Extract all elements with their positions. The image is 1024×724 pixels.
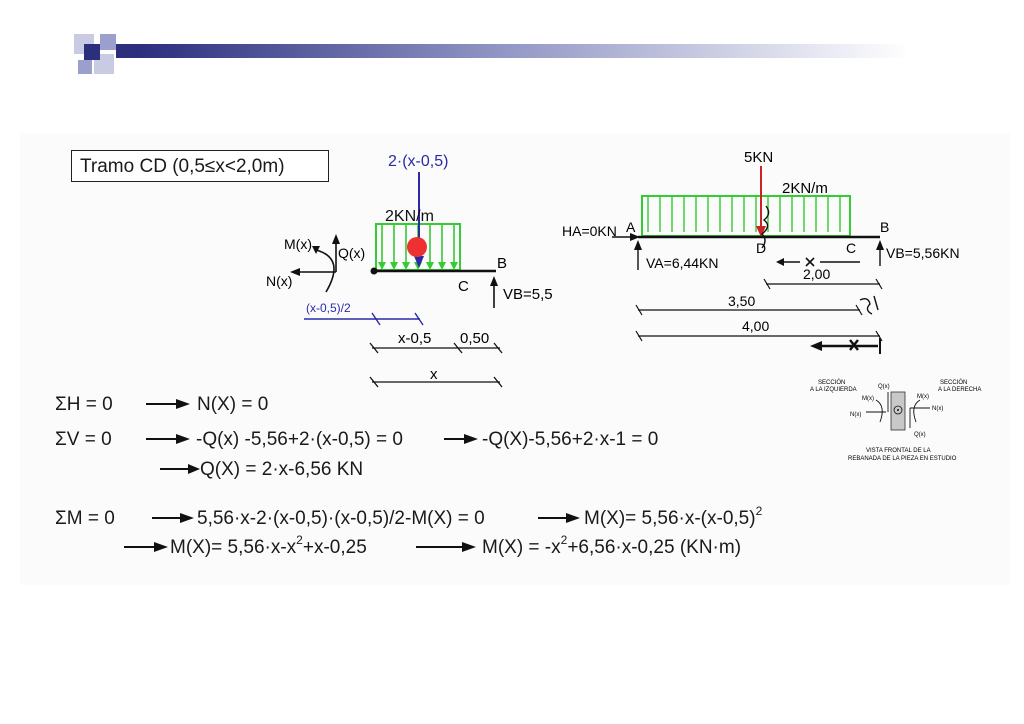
inset-q-bottom: Q(x) [914, 432, 926, 438]
eq-m-result-text-b: +6,56·x-0,25 (KN·m) [567, 537, 742, 558]
sketch-arrow-d-c [784, 257, 860, 267]
moment-arrowhead [312, 246, 320, 254]
lever-arm-label: (x-0,5)/2 [306, 301, 351, 315]
inset-caption-2: REBANADA DE LA PIEZA EN ESTUDIO [848, 456, 957, 462]
eq-m-step1: 5,56·x-2·(x-0,5)·(x-0,5)/2-M(X) = 0 [197, 508, 485, 529]
reaction-b-arrowhead [490, 276, 498, 286]
header-square [84, 44, 100, 60]
va-label: VA=6,44KN [646, 255, 719, 271]
slide-content-area [20, 133, 1010, 585]
moment-label: M(x) [284, 236, 312, 252]
normal-arrowhead [290, 268, 300, 276]
eq-sum-m: ΣM = 0 [55, 508, 115, 529]
dim-350-label: 3,50 [728, 293, 755, 309]
eq-v-step1: -Q(x) -5,56+2·(x-0,5) = 0 [196, 429, 403, 450]
eq-m-step3-text-a: M(X)= 5,56·x-x [170, 537, 297, 558]
point-load-label: 5KN [744, 149, 773, 166]
right-point-b-label: B [880, 219, 889, 235]
point-c-label: C [458, 278, 469, 295]
dim-tick [414, 312, 424, 326]
point-b-label: B [497, 255, 507, 272]
dim-200-label: 2,00 [803, 266, 830, 282]
centroid-dot [407, 237, 427, 257]
normal-label: N(x) [266, 273, 292, 289]
ha-label: HA=0KN [562, 223, 617, 239]
va-arrowhead [634, 240, 642, 250]
header-gradient-bar [140, 44, 910, 58]
eq-m-step2-text: M(X)= 5,56·x-(x-0,5) [584, 508, 756, 529]
eq-arrowheads [154, 399, 580, 552]
inset-m-left: M(x) [862, 396, 874, 402]
eq-m-step3-text-b: +x-0,25 [302, 537, 367, 558]
eq-n-result: N(X) = 0 [197, 394, 269, 415]
eq-sum-v: ΣV = 0 [55, 429, 112, 450]
vb-label: VB=5,56KN [886, 245, 960, 261]
dim-tick [371, 312, 381, 326]
dim-400-label: 4,00 [742, 318, 769, 334]
cut-section-point [370, 267, 378, 275]
eq-q-result: Q(X) = 2·x-6,56 KN [200, 459, 364, 480]
right-dimension-lines [635, 278, 883, 342]
shear-label: Q(x) [338, 245, 365, 261]
eq-m-step3: M(X)= 5,56·x-x2+x-0,25 [170, 534, 367, 559]
inset-force-arrows [866, 392, 930, 428]
eq-m-step2: M(X)= 5,56·x-(x-0,5)2 [584, 505, 762, 530]
resultant-label: 2·(x-0,5) [388, 153, 448, 170]
inset-right-title: SECCIÓN [940, 379, 967, 386]
point-a-label: A [626, 219, 636, 235]
header-decoration [74, 34, 910, 74]
resultant-arrowhead [414, 256, 424, 268]
dim-x-minus-label: x-0,5 [398, 330, 431, 347]
right-load-label: 2KN/m [782, 180, 828, 197]
eq-v-step2: -Q(X)-5,56+2·x-1 = 0 [482, 429, 659, 450]
inset-n-left: N(x) [850, 412, 861, 418]
inset-q-top: Q(x) [878, 384, 890, 390]
right-point-c-label: C [846, 240, 856, 256]
inset-m-right: M(x) [917, 394, 929, 400]
inset-right-subtitle: A LA DERECHA [938, 387, 981, 393]
eq-arrow-lines [124, 403, 568, 548]
distributed-load-arrows [381, 224, 455, 266]
shear-arrowhead [332, 234, 340, 244]
point-d-label: D [756, 240, 766, 256]
vb-arrowhead [876, 240, 884, 250]
sketch-arrow-bottom [820, 339, 878, 351]
sketch-arrowhead-bottom [810, 341, 822, 351]
ha-arrowhead [630, 233, 640, 241]
moment-arc [315, 249, 335, 293]
header-square [78, 60, 92, 74]
dim-half-label: 0,50 [460, 330, 489, 347]
inset-left-title: SECCIÓN [818, 379, 845, 386]
eq-m-step2-exponent: 2 [755, 503, 763, 518]
eq-m-result-text-a: M(X) = -x [482, 537, 561, 558]
section-title: Tramo CD (0,5≤x<2,0m) [71, 150, 329, 182]
hand-sketch-mark [859, 295, 879, 315]
slice-center-mark [893, 405, 903, 415]
slice-center-dot [897, 409, 899, 411]
inset-left-subtitle: A LA IZQUIERDA [810, 387, 857, 393]
section-cut-mark [760, 205, 770, 249]
dimension-lines [369, 342, 503, 388]
header-square [116, 44, 140, 58]
eq-sum-h: ΣH = 0 [55, 394, 113, 415]
inset-n-right: N(x) [932, 406, 943, 412]
eq-m-step3-exponent: 2 [296, 532, 303, 547]
sketch-arrowhead [776, 258, 784, 266]
reaction-b-label: VB=5,5 [503, 286, 553, 303]
point-load-arrowhead [756, 226, 766, 237]
load-label: 2KN/m [385, 208, 434, 225]
header-square [100, 34, 116, 50]
dim-x-label: x [430, 366, 438, 383]
eq-m-result-exponent: 2 [560, 532, 568, 547]
inset-caption-1: VISTA FRONTAL DE LA [866, 448, 931, 454]
eq-m-result: M(X) = -x2+6,56·x-0,25 (KN·m) [482, 534, 742, 559]
